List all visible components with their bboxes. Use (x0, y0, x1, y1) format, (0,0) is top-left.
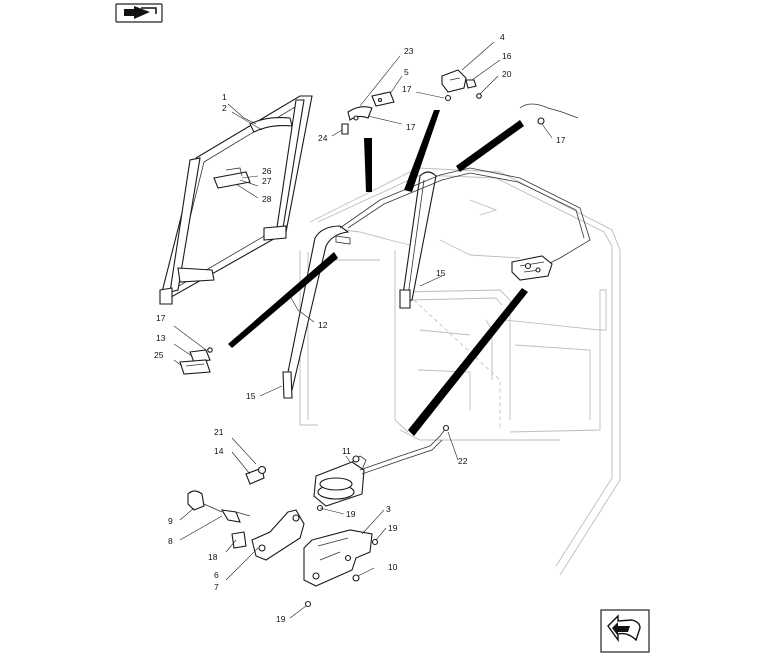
nut-10 (352, 574, 360, 582)
bolt-24 (341, 123, 349, 135)
callout-14: 14 (214, 446, 224, 456)
callout-19-right: 19 (388, 523, 398, 533)
bracket-3 (303, 529, 373, 587)
callout-2: 2 (222, 103, 227, 113)
nut-19-right (371, 538, 379, 546)
callout-26: 26 (262, 166, 272, 176)
callout-27: 27 (262, 176, 272, 186)
arrow-right-icon (607, 614, 641, 643)
callout-25: 25 (154, 350, 164, 360)
roof-cable-inner (347, 172, 585, 239)
callout-15-left: 15 (246, 391, 256, 401)
roof-cable (339, 167, 591, 269)
callout-20: 20 (502, 69, 512, 79)
callout-17-mid: 17 (406, 122, 416, 132)
callout-10: 10 (388, 562, 398, 572)
callout-21: 21 (214, 427, 224, 437)
callout-18: 18 (208, 552, 218, 562)
nut-17 (444, 94, 452, 102)
rod-8 (220, 509, 251, 523)
callout-17-right: 17 (556, 135, 566, 145)
handle-26 (213, 167, 251, 189)
callout-22: 22 (458, 456, 468, 466)
callout-19-bottom: 19 (276, 614, 286, 624)
callout-28: 28 (262, 194, 272, 204)
callout-11: 11 (342, 446, 351, 456)
callout-5: 5 (404, 67, 409, 77)
callout-7: 7 (214, 582, 219, 592)
callout-1: 1 (222, 92, 227, 102)
callout-8: 8 (168, 536, 173, 546)
callout-3: 3 (386, 504, 391, 514)
reference-arrows (228, 110, 528, 436)
prev-page-button[interactable] (115, 3, 163, 23)
next-page-button[interactable] (600, 609, 650, 653)
pillar-seal-12 (282, 225, 351, 399)
callout-17-upper: 17 (402, 84, 412, 94)
window-frame-1 (159, 95, 313, 305)
callout-15-right: 15 (436, 268, 446, 278)
callout-9: 9 (168, 516, 173, 526)
callout-labels: 1 2 26 27 28 23 5 17 17 24 4 16 20 17 15… (154, 32, 566, 624)
pillar-seal-15 (399, 171, 437, 309)
latch-assembly (511, 255, 553, 281)
knob-9 (187, 490, 223, 513)
callout-4: 4 (500, 32, 505, 42)
clip-17 (537, 117, 545, 125)
wiper-motor-11 (313, 455, 367, 507)
callout-19-mid: 19 (346, 509, 356, 519)
callout-6: 6 (214, 570, 219, 580)
spring-17 (207, 347, 213, 353)
nut-17-lower (442, 424, 450, 432)
cable-end (519, 103, 579, 119)
callout-12: 12 (318, 320, 328, 330)
bushing-18 (231, 531, 247, 549)
plate-25 (179, 359, 211, 375)
bolt-14 (245, 465, 267, 485)
leader-lines (173, 41, 553, 619)
callout-24: 24 (318, 133, 328, 143)
latch-4 (441, 69, 467, 93)
callout-16: 16 (502, 51, 512, 61)
bracket-6-7 (251, 509, 305, 561)
clip-5 (371, 91, 395, 107)
arrow-left-icon (124, 6, 157, 19)
cover-13 (189, 349, 211, 363)
nut-19-bottom (304, 600, 312, 608)
callout-17-left: 17 (156, 313, 166, 323)
screw-16 (465, 79, 477, 89)
cable-22 (359, 427, 447, 471)
callout-13: 13 (156, 333, 166, 343)
bracket-23 (347, 106, 373, 121)
callout-23: 23 (404, 46, 414, 56)
screw-20 (476, 93, 482, 99)
